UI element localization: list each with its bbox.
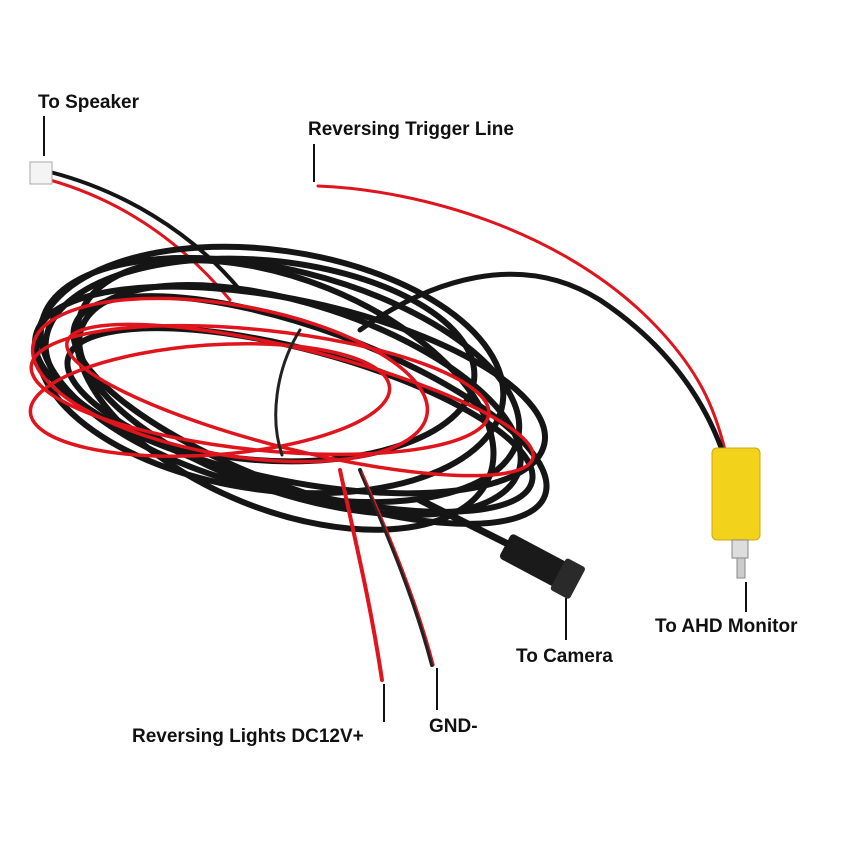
camera-cable	[416, 496, 514, 549]
camera-callout-line	[565, 598, 567, 640]
label-to-ahd-monitor: To AHD Monitor	[655, 616, 798, 637]
lights-callout-line	[383, 684, 385, 722]
speaker-wire-red	[48, 178, 232, 302]
speaker-callout-line	[43, 116, 45, 156]
power-wire-red	[338, 468, 384, 682]
monitor-callout-line	[745, 582, 747, 612]
monitor-cable	[357, 271, 725, 453]
gnd-callout-line	[436, 668, 438, 710]
camera-connector	[499, 534, 585, 599]
trigger-wire	[316, 184, 727, 452]
speaker-wire-black	[48, 170, 242, 292]
label-gnd: GND-	[429, 716, 478, 737]
rca-connector	[711, 447, 761, 579]
label-reversing-trigger-line: Reversing Trigger Line	[308, 119, 514, 140]
cable-tie	[274, 328, 302, 457]
label-to-camera: To Camera	[516, 646, 613, 667]
label-reversing-lights: Reversing Lights DC12V+	[132, 726, 364, 747]
trigger-callout-line	[313, 144, 315, 182]
gnd-wire	[358, 468, 434, 667]
label-to-speaker: To Speaker	[38, 92, 140, 113]
speaker-connector	[29, 161, 53, 185]
